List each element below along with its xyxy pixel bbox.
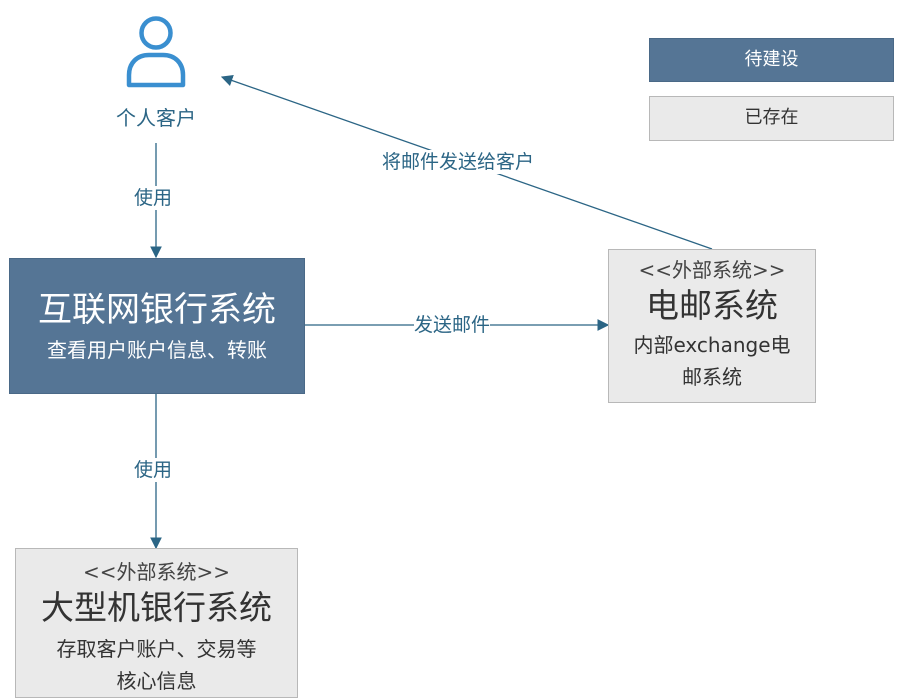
user-icon <box>126 16 186 88</box>
legend-to-build-label: 待建设 <box>744 49 799 70</box>
legend-existing: 已存在 <box>649 96 894 141</box>
internet-banking-description: 查看用户账户信息、转账 <box>47 338 267 362</box>
legend-existing-label: 已存在 <box>744 107 799 128</box>
person-label: 个人客户 <box>116 106 196 130</box>
edge-label-banking-to-email: 发送邮件 <box>414 313 491 337</box>
mainframe-description-line2: 核心信息 <box>116 669 197 693</box>
mainframe-stereotype: <<外部系统>> <box>82 560 231 584</box>
email-system-description-line2: 邮系统 <box>682 365 742 389</box>
email-system-description-line1: 内部exchange电 <box>633 333 791 357</box>
edge-label-banking-to-mainframe: 使用 <box>134 458 173 482</box>
legend-to-build: 待建设 <box>649 38 894 82</box>
email-system-title: 电邮系统 <box>646 286 778 325</box>
mainframe-title: 大型机银行系统 <box>41 588 272 627</box>
mainframe-description-line1: 存取客户账户、交易等 <box>56 637 257 661</box>
edge-label-email-to-person: 将邮件发送给客户 <box>382 150 535 174</box>
internet-banking-title: 互联网银行系统 <box>38 290 276 330</box>
mainframe-node: <<外部系统>> 大型机银行系统 存取客户账户、交易等 核心信息 <box>15 548 298 698</box>
email-system-stereotype: <<外部系统>> <box>638 258 786 282</box>
edge-label-person-to-banking: 使用 <box>134 186 173 210</box>
email-system-node: <<外部系统>> 电邮系统 内部exchange电 邮系统 <box>608 249 816 403</box>
internet-banking-node: 互联网银行系统 查看用户账户信息、转账 <box>9 258 305 394</box>
person-node: 个人客户 <box>96 10 216 140</box>
